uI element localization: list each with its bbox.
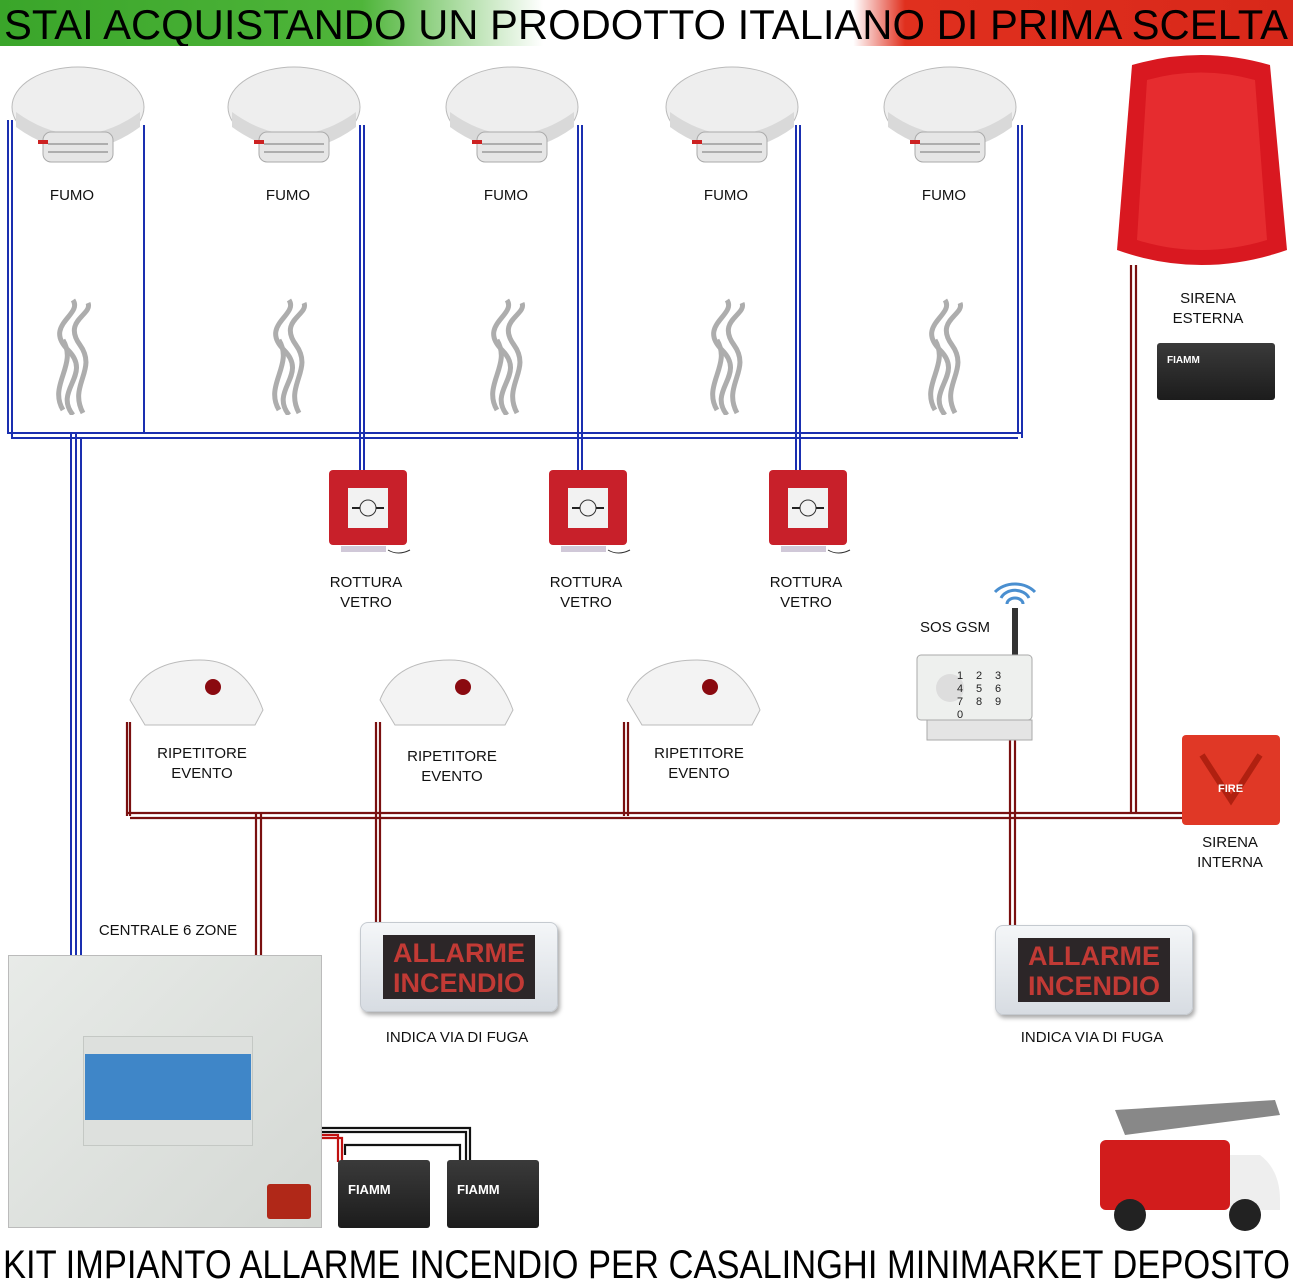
exit-sign-label: INDICA VIA DI FUGA [1020, 1029, 1164, 1046]
backup-battery: FIAMM [447, 1160, 539, 1228]
event-repeater [375, 655, 515, 735]
break-glass-call-point [326, 468, 416, 560]
smoke-detector [224, 62, 364, 177]
siren-bus-wires [125, 265, 1185, 955]
header-title: STAI ACQUISTANDO UN PRODOTTO ITALIANO DI… [4, 1, 1288, 46]
siren-battery: FIAMM [1157, 343, 1275, 400]
break-glass-call-point [766, 468, 856, 560]
exit-sign-label: INDICA VIA DI FUGA [385, 1029, 529, 1046]
break-glass-call-point [546, 468, 636, 560]
backup-battery: FIAMM [338, 1160, 430, 1228]
gsm-key: 6 [995, 683, 1002, 695]
smoke-detector [880, 62, 1020, 177]
gsm-key: 5 [976, 683, 983, 695]
gsm-key: 3 [995, 670, 1002, 682]
smoke-icon [910, 295, 980, 417]
gsm-label: SOS GSM [919, 619, 991, 636]
smoke-detector [662, 62, 802, 177]
gsm-dialer [915, 570, 1040, 745]
smoke-icon [38, 295, 108, 417]
external-siren [1112, 50, 1290, 272]
battery-wires [322, 1126, 472, 1165]
control-panel [8, 955, 322, 1228]
smoke-detector-label: FUMO [483, 187, 529, 204]
smoke-detector [442, 62, 582, 177]
smoke-icon [692, 295, 762, 417]
gsm-key: 4 [957, 683, 964, 695]
brand-logo [267, 1184, 311, 1219]
smoke-detector-label: FUMO [265, 187, 311, 204]
header-banner: STAI ACQUISTANDO UN PRODOTTO ITALIANO DI… [0, 0, 1293, 48]
fire-truck-icon [1085, 1080, 1285, 1240]
gsm-key: 0 [957, 709, 964, 721]
gsm-key: 9 [995, 696, 1002, 708]
gsm-key: 1 [957, 670, 964, 682]
gsm-key: 7 [957, 696, 964, 708]
gsm-key: 8 [976, 696, 983, 708]
footer-title: KIT IMPIANTO ALLARME INCENDIO PER CASALI… [3, 1243, 1290, 1285]
smoke-detector [8, 62, 148, 177]
zone-loop-wires [7, 120, 1023, 955]
event-repeater [125, 655, 265, 735]
smoke-detector-label: FUMO [921, 187, 967, 204]
control-panel-label: CENTRALE 6 ZONE [98, 922, 238, 939]
smoke-detector-label: FUMO [49, 187, 95, 204]
smoke-detector-label: FUMO [703, 187, 749, 204]
gsm-key: 2 [976, 670, 983, 682]
fire-badge: FIRE [1218, 783, 1244, 795]
smoke-icon [472, 295, 542, 417]
panel-keypad [85, 1054, 251, 1120]
internal-siren: FIRE [1182, 735, 1280, 825]
event-repeater [622, 655, 762, 735]
smoke-icon [254, 295, 324, 417]
